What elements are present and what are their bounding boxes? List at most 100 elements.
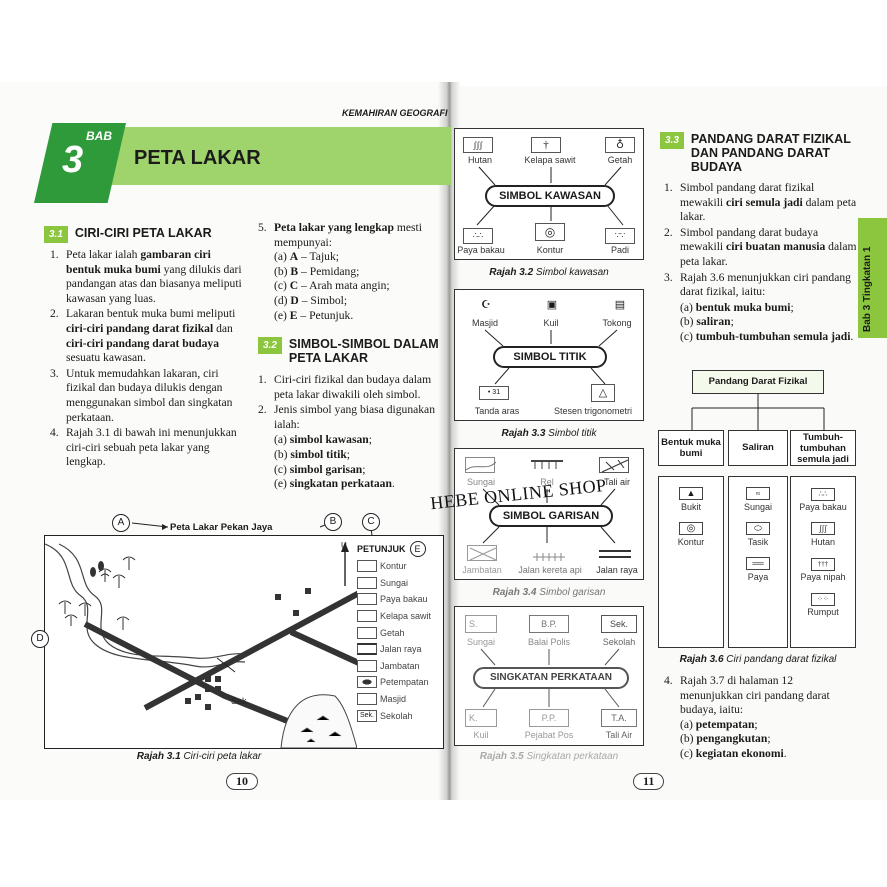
caption-number: Rajah 3.6 xyxy=(679,654,724,665)
sub-item-letter: (a) xyxy=(680,300,696,314)
tanda-aras-symbol: • 31 xyxy=(479,386,509,400)
legend-row: Paya bakau xyxy=(357,591,443,608)
sub-item-letter: (e) xyxy=(274,477,290,491)
item-5: 5. Peta lakar yang lengkap mesti mempuny… xyxy=(258,221,444,323)
sub-item-text: . xyxy=(391,477,395,491)
fig36-col-1: ≈Sungai ⬭Tasik ══Paya xyxy=(728,476,788,648)
sub-item-bold: kegiatan ekonomi xyxy=(695,746,784,760)
item-number: 1. xyxy=(258,373,267,386)
fig32-bottom-label-0: Paya bakau xyxy=(457,245,505,255)
section-3-1: 3.1 CIRI-CIRI PETA LAKAR xyxy=(44,226,244,243)
page-number-right: 11 xyxy=(633,773,665,790)
caption-text: Simbol garisan xyxy=(536,587,606,598)
item-text: Untuk memudahkan lakaran, ciri fizikal d… xyxy=(66,366,233,424)
item-text: Simbol pandang darat fizikal mewakili xyxy=(680,181,815,209)
item-label: Kontur xyxy=(677,537,705,547)
legend-symbol xyxy=(357,610,377,623)
item-bold-text: ciri-ciri pandang darat budaya xyxy=(66,336,219,350)
item-number: 2. xyxy=(50,307,59,321)
chapter-number: 3 xyxy=(62,139,84,181)
sub-item-bold: D xyxy=(290,293,299,307)
map-label-d: D xyxy=(31,630,49,648)
fig34-top-label-1: Rel xyxy=(540,477,554,487)
sub-item-bold: C xyxy=(289,279,299,293)
fig35-top-symbol-1: B.P. xyxy=(529,615,569,633)
sungai-line-symbol xyxy=(465,457,497,473)
sub-item-letter: (c) xyxy=(274,462,290,476)
item-5-subitems: (a) A – Tajuk;(b) B – Pemidang;(c) C – A… xyxy=(258,250,444,323)
legend-title: PETUNJUK xyxy=(357,544,406,554)
sub-item-text: – Arah mata angin; xyxy=(298,279,390,293)
item-label: Paya nipah xyxy=(800,572,846,582)
section-3-3-body: 1.Simbol pandang darat fizikal mewakili … xyxy=(664,181,858,345)
legend-symbol xyxy=(357,659,377,672)
sub-item-bold: simbol titik xyxy=(290,447,347,461)
fig35-bottom-symbol-0: K. xyxy=(465,709,497,727)
item-bold-text: gambaran ciri bentuk muka bumi xyxy=(66,248,211,276)
chapter-title: PETA LAKAR xyxy=(134,147,261,169)
jambatan-symbol xyxy=(467,545,497,561)
sub-item: (c) simbol garisan; xyxy=(274,463,444,478)
bab-label: BAB xyxy=(86,129,112,143)
figure-3-5: S. B.P. Sek. Sungai Balai Polis Sekolah … xyxy=(454,606,644,746)
legend-label: Kontur xyxy=(380,561,407,572)
sub-item-text: . xyxy=(850,329,854,343)
tasik-item: ⬭Tasik xyxy=(729,518,787,547)
chapter-banner: BAB 3 PETA LAKAR xyxy=(16,117,451,205)
item-bold-text: ciri-ciri pandang darat fizikal xyxy=(66,321,214,335)
sub-item: (b) B – Pemidang; xyxy=(274,265,444,280)
sub-item-bold: saliran xyxy=(696,315,731,329)
section-3-3: 3.3 PANDANG DARAT FIZIKAL DAN PANDANG DA… xyxy=(660,132,856,174)
map-label-e: E xyxy=(409,541,426,557)
sub-item-text: ; xyxy=(368,433,372,447)
sungai-item: ≈Sungai xyxy=(729,483,787,512)
masjid-symbol: ☪ xyxy=(481,299,491,311)
stesen-trigonometri-symbol: △ xyxy=(591,384,615,402)
item-number: 3. xyxy=(50,366,59,380)
map-label-b: B xyxy=(324,513,342,531)
padi-symbol: ∵∵ xyxy=(605,225,635,244)
fig34-bottom-label-0: Jambatan xyxy=(462,565,502,575)
sub-item-bold: A xyxy=(289,250,299,264)
item-4-subitems: (a) petempatan;(b) pengangkutan;(c) kegi… xyxy=(664,718,858,762)
figure-3-4-caption: Rajah 3.4 Simbol garisan xyxy=(454,587,644,598)
legend-label: Jambatan xyxy=(380,660,420,671)
map-title: Peta Lakar Pekan Jaya xyxy=(170,522,273,533)
sub-item-letter: (a) xyxy=(274,250,290,264)
legend-label: Jalan raya xyxy=(380,644,422,655)
section-number: 3.2 xyxy=(258,337,282,354)
caption-text: Simbol kawasan xyxy=(533,267,609,278)
figure-3-2: ʃʃʃ † ♁ Hutan Kelapa sawit Getah SIMBOL … xyxy=(454,128,644,260)
fig36-col-head-2: Tumbuh-tumbuhan semula jadi xyxy=(790,430,856,466)
kontur-item: ◎Kontur xyxy=(659,518,723,547)
fig35-center: SINGKATAN PERKATAAN xyxy=(473,667,629,689)
figure-3-2-caption: Rajah 3.2 Simbol kawasan xyxy=(454,267,644,278)
section-3-3-heading: 3.3 PANDANG DARAT FIZIKAL DAN PANDANG DA… xyxy=(660,132,856,174)
item-text: dan xyxy=(213,321,233,335)
sub-item: (c) kegiatan ekonomi. xyxy=(680,747,858,762)
getah-symbol: ♁ xyxy=(605,135,635,153)
item-number: 1. xyxy=(50,248,59,261)
sub-item-bold: pengangkutan xyxy=(696,732,768,746)
sub-item: (c) C – Arah mata angin; xyxy=(274,279,444,294)
chapter-side-tab xyxy=(858,218,887,338)
section-title: SIMBOL-SIMBOL DALAM PETA LAKAR xyxy=(288,337,439,365)
item-text: Peta lakar ialah xyxy=(66,248,141,261)
fig35-bottom-label-2: Tali Air xyxy=(605,730,633,740)
item-text: Jenis simbol yang biasa digunakan ialah: xyxy=(274,403,435,431)
sub-item-letter: (e) xyxy=(274,308,290,322)
fig34-top-label-2: Tali air xyxy=(603,477,630,487)
legend-symbol xyxy=(357,626,377,639)
figure-3-6: Pandang Darat Fizikal Bentuk muka bumi S… xyxy=(658,364,858,654)
sub-item-letter: (d) xyxy=(274,293,291,307)
sub-item-text: ; xyxy=(346,447,351,461)
caption-number: Rajah 3.3 xyxy=(501,428,546,439)
fig32-top-label-2: Getah xyxy=(607,155,633,165)
item-4: 4. Rajah 3.7 di halaman 12 menunjukkan c… xyxy=(664,674,858,762)
paya-bakau-item: ∴∴Paya bakau xyxy=(791,483,855,512)
item-bold-text: ciri semula jadi xyxy=(726,195,803,209)
legend-label: Getah xyxy=(380,627,405,638)
fig32-top-label-0: Hutan xyxy=(467,155,493,165)
